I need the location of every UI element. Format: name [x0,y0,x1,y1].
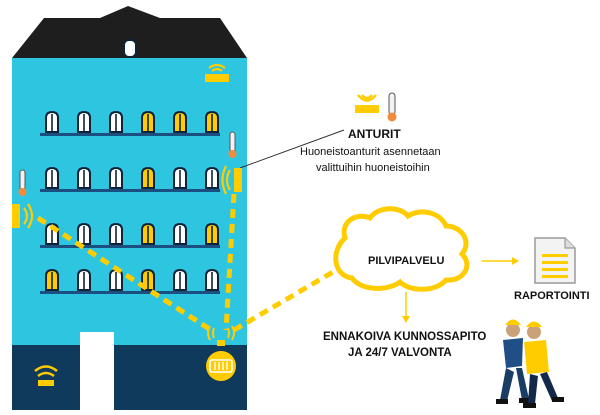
building-base [12,345,247,410]
building-windows [40,110,220,294]
sensors-description-line1: Huoneistoanturit asennetaan [300,146,441,158]
window-ledge [40,133,220,136]
left-thermometer-icon [18,169,27,196]
gateway-router-icon [206,325,236,381]
window-ledge [40,291,220,294]
window-ledge [40,245,220,248]
right-wall-sensor-icon [221,165,242,195]
maintenance-workers-icon [496,319,564,408]
roof-sensor-icon [205,63,229,82]
arrow-cloud-to-report [482,257,519,265]
window-ledge [40,189,220,192]
maintenance-line2: JA 24/7 VALVONTA [348,347,452,359]
connection-lines [36,193,352,335]
arrow-cloud-to-maintenance [402,292,410,323]
building-facade [12,58,247,345]
base-wifi-icon [34,365,58,386]
building-door [80,332,114,410]
link-gateway-cloud [232,259,352,333]
reporting-label: RAPORTOINTI [514,290,590,302]
link-right-sensor [223,193,237,331]
maintenance-line1: ENNAKOIVA KUNNOSSAPITO [323,331,487,343]
wireless-sensor-icon [355,94,379,113]
sensor-callout-line [239,129,345,169]
report-document-icon [534,237,576,284]
cloud-icon [333,206,470,292]
building-roof [12,6,247,58]
building-icon [12,6,247,410]
attic-window [123,39,137,58]
sensors-description-line2: valittuihin huoneistoihin [316,162,430,174]
left-wall-sensor-icon [12,203,34,229]
cloud-label: PILVIPALVELU [368,255,445,267]
sensors-title: ANTURIT [348,127,401,141]
link-left-sensor [36,215,216,335]
right-thermometer-icon [228,131,237,158]
thermometer-icon [387,92,397,122]
